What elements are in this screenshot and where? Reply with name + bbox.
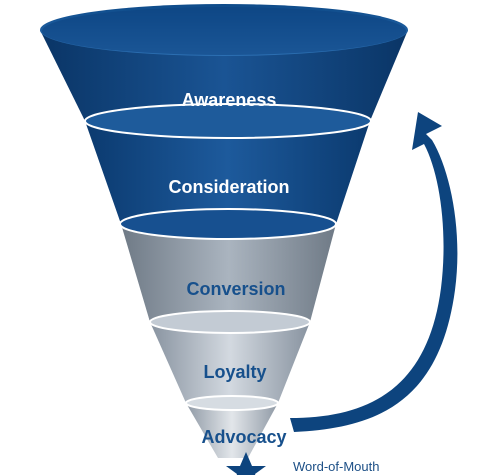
- stage-label-conversion: Conversion: [186, 279, 285, 299]
- stage-label-consideration: Consideration: [168, 177, 289, 197]
- funnel-stage-loyalty: [149, 310, 311, 403]
- stage-label-loyalty: Loyalty: [203, 362, 266, 382]
- funnel-stage-consideration: [84, 103, 372, 224]
- stage-label-advocacy: Advocacy: [201, 427, 286, 447]
- funnel-stage-awareness: [40, 4, 408, 121]
- word-of-mouth-label: Word-of-Mouth: [293, 459, 379, 474]
- funnel-stage-conversion: [119, 208, 337, 322]
- funnel-stage-advocacy: [185, 395, 279, 458]
- star-icon: [226, 452, 266, 475]
- stage-label-awareness: Awareness: [182, 90, 277, 110]
